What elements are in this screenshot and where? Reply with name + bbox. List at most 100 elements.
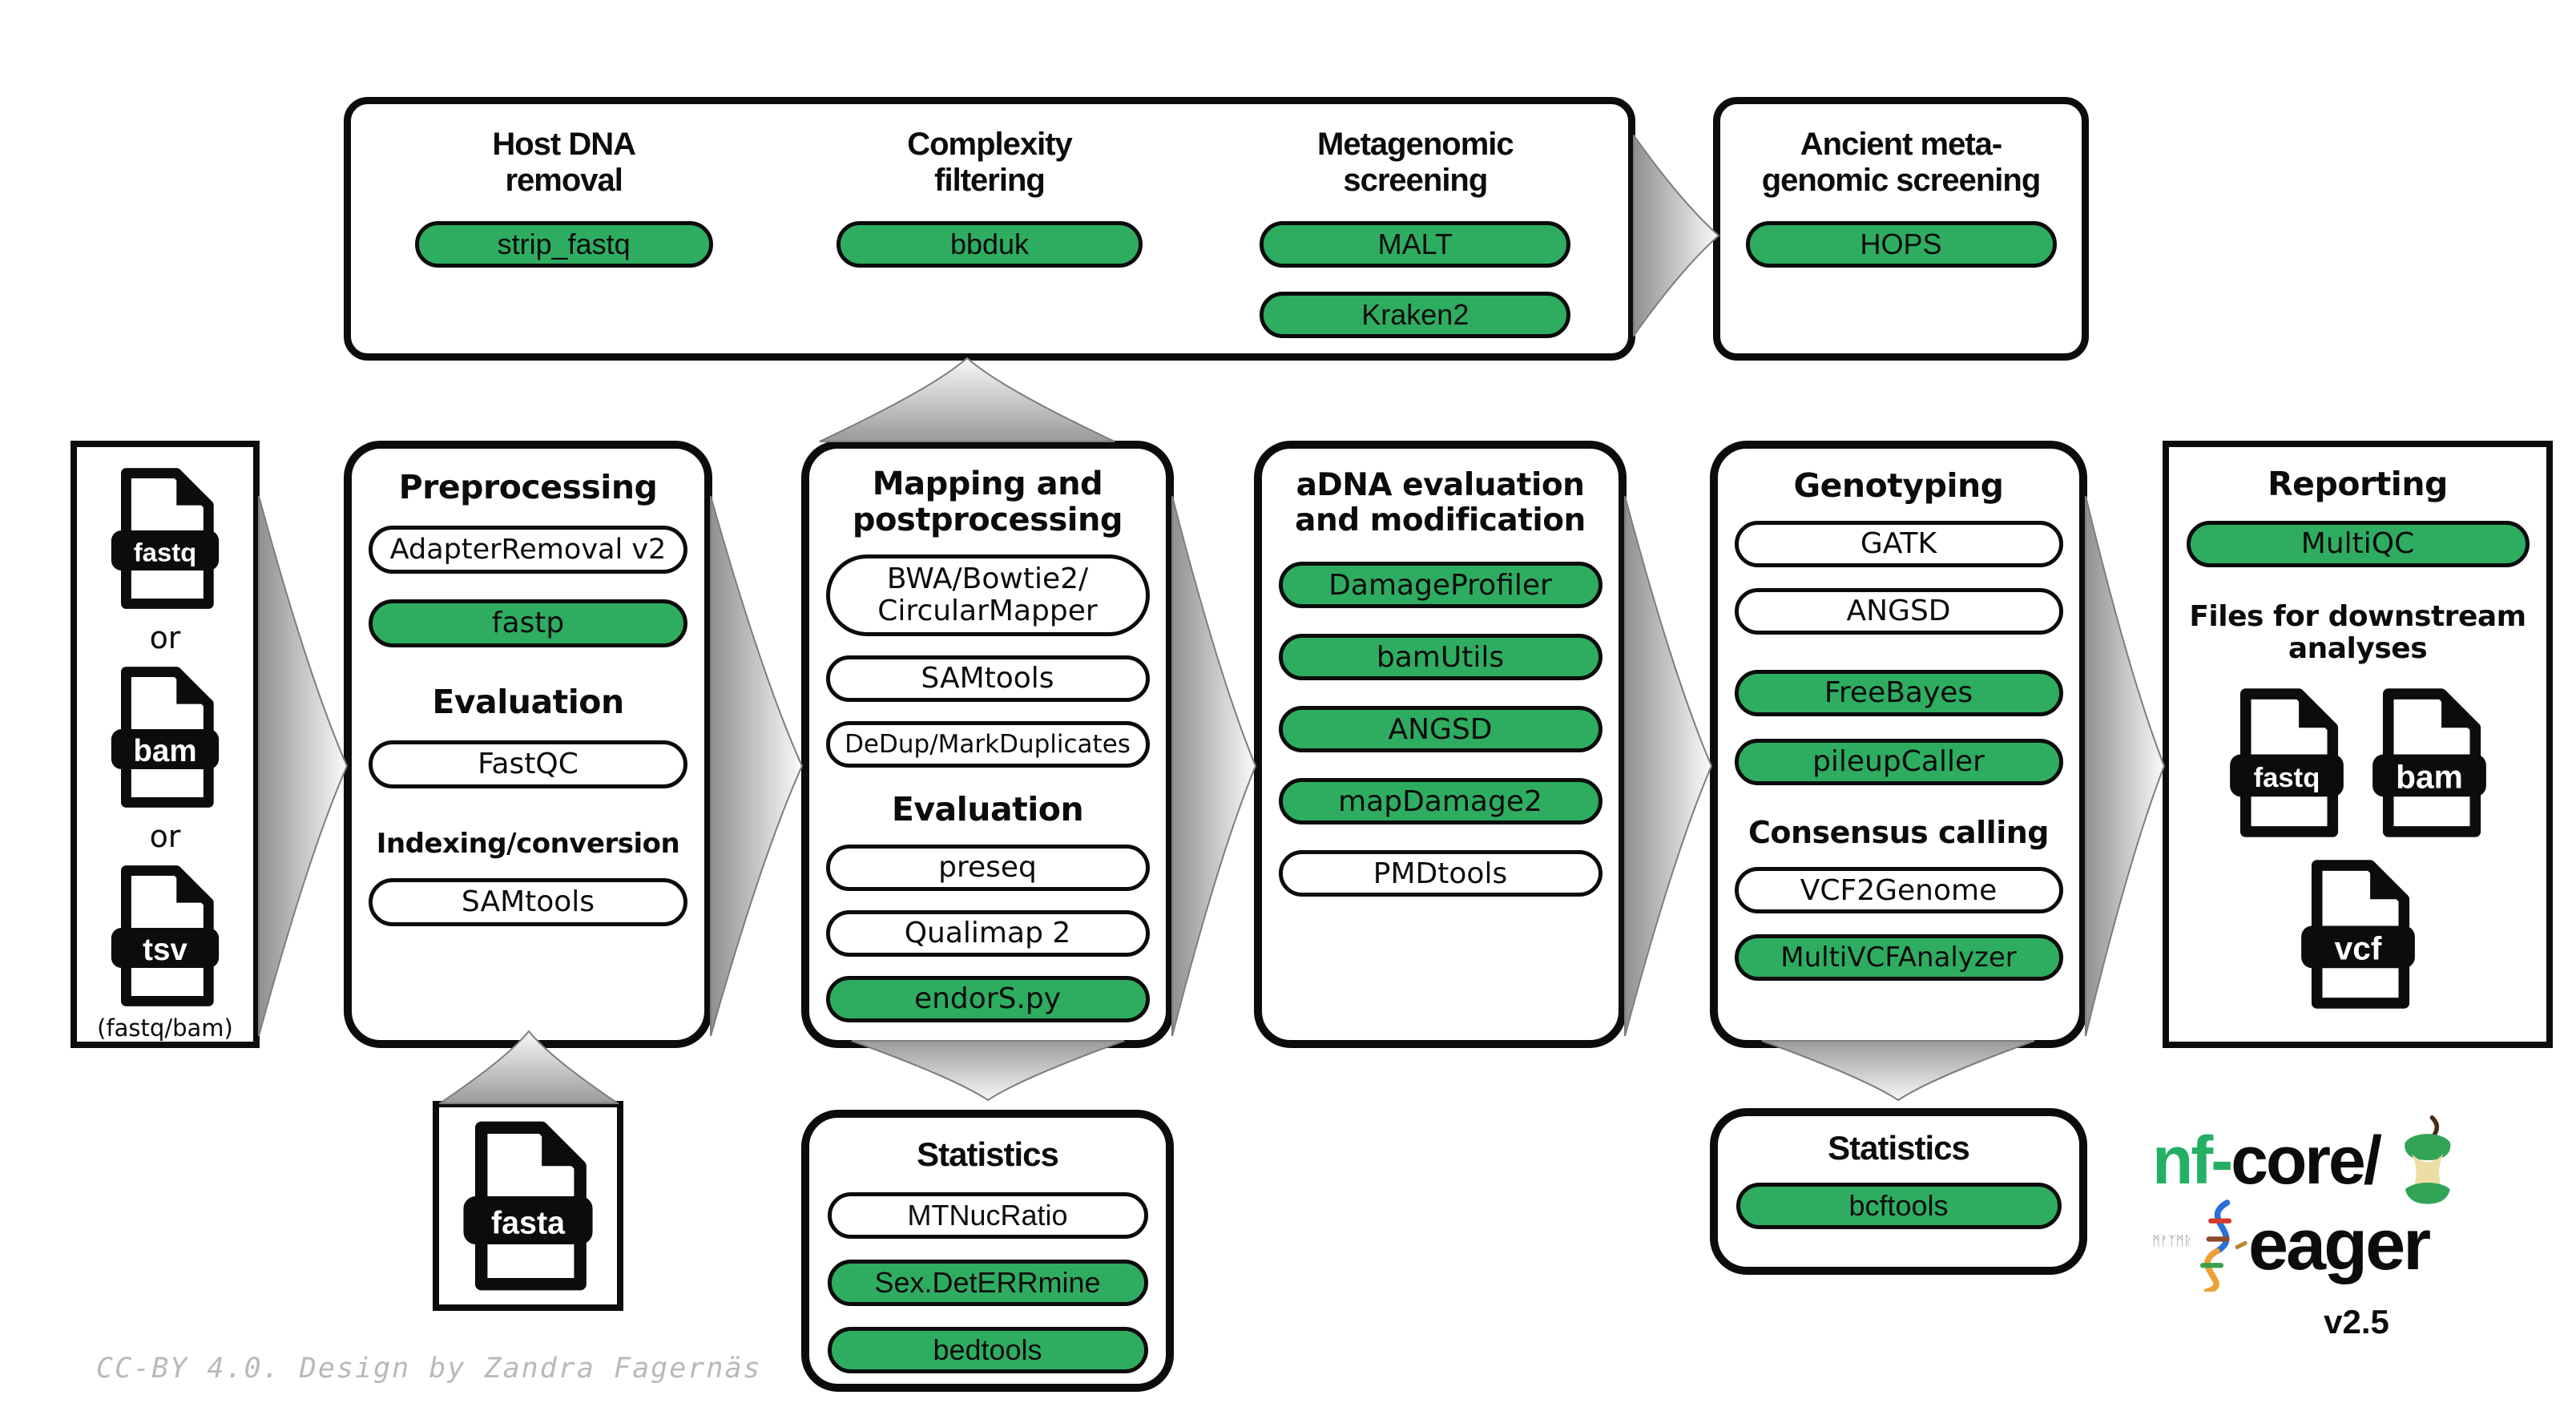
section-title: Statistics (917, 1135, 1059, 1173)
section-title: Statistics (1828, 1129, 1970, 1167)
vcf-file-icon: vcf (2300, 859, 2415, 1009)
tool-label: MultiVCFAnalyzer (1780, 941, 2017, 974)
section-title: Reporting (2268, 465, 2448, 503)
tool-pill: MultiVCFAnalyzer (1734, 934, 2063, 982)
flow-arrow-preprocessing-to-mapping (710, 495, 803, 1037)
preprocessing-box: Preprocessing AdapterRemoval v2 fastp Ev… (344, 441, 712, 1048)
flow-arrow-mapping-to-adna (1171, 495, 1256, 1037)
flow-arrow-mapping-to-statistics (851, 1040, 1125, 1101)
section-title: aDNA evaluation and modification (1295, 467, 1586, 538)
tool-label: SAMtools (921, 661, 1054, 695)
tool-label: Kraken2 (1361, 297, 1469, 331)
tool-pill: SAMtools (369, 877, 687, 926)
section-title: Evaluation (891, 789, 1084, 828)
input-note: (fastq/bam) (97, 1014, 233, 1042)
tool-label: MTNucRatio (907, 1199, 1068, 1232)
logo-nf: nf (2152, 1122, 2213, 1198)
fasta-reference-box: fasta (433, 1101, 623, 1311)
fastq-file-icon: fastq (2229, 687, 2344, 837)
section-title: Mapping and postprocessing (852, 466, 1123, 538)
tool-pill: ANGSD (1734, 587, 2063, 635)
tool-pill: pileupCaller (1734, 738, 2063, 785)
tool-pill: FreeBayes (1734, 669, 2063, 716)
tool-label: BWA/Bowtie2/ CircularMapper (877, 562, 1098, 627)
tool-label: ANGSD (1846, 595, 1951, 628)
file-label: fastq (134, 538, 196, 567)
tool-pill: endorS.py (825, 975, 1150, 1022)
section-title: Preprocessing (398, 468, 658, 506)
file-label: bam (2396, 758, 2463, 795)
or-separator: or (149, 819, 181, 854)
input-files-box: fastq or bam or tsv (fastq/bam) (71, 441, 260, 1048)
file-label: vcf (2334, 929, 2381, 966)
section-title: Indexing/conversion (376, 827, 680, 860)
tool-label: GATK (1860, 527, 1937, 561)
logo-line-1: nf-core/ (2152, 1115, 2529, 1205)
section-title: Files for downstream analyses (2189, 599, 2526, 666)
dna-helix-icon: ᛗᚠᛉᛗᚱ (2152, 1199, 2247, 1292)
tsv-file-icon: tsv (111, 865, 220, 1006)
logo-pipeline-name: eager (2248, 1204, 2431, 1285)
section-title: Ancient meta- genomic screening (1761, 127, 2042, 198)
tool-label: DamageProfiler (1328, 568, 1552, 602)
bam-file-icon: bam (111, 667, 220, 808)
section-title: Genotyping (1793, 466, 2004, 505)
tool-pill: BWA/Bowtie2/ CircularMapper (825, 554, 1150, 636)
statistics-mapping-box: Statistics MTNucRatio Sex.DetERRmine bed… (801, 1110, 1174, 1392)
tool-label: endorS.py (913, 982, 1062, 1015)
file-label: fastq (2253, 763, 2320, 793)
tool-label: strip_fastq (497, 227, 631, 260)
flow-arrow-mapping-to-screening (819, 357, 1115, 442)
tool-label: pileupCaller (1812, 745, 1985, 779)
tool-label: MALT (1377, 227, 1453, 260)
tool-label: bcftools (1848, 1189, 1949, 1223)
adna-box: aDNA evaluation and modification DamageP… (1254, 441, 1627, 1048)
tool-label: AdapterRemoval v2 (389, 533, 667, 566)
statistics-genotyping-box: Statistics bcftools (1710, 1108, 2087, 1275)
downstream-files-row: fastq bam (2226, 687, 2490, 839)
logo-core: core/ (2231, 1122, 2382, 1198)
section-title: Evaluation (432, 682, 624, 721)
file-label: fasta (491, 1205, 566, 1240)
section-title: Host DNA removal (492, 127, 636, 198)
flow-arrow-genotyping-to-statistics (1761, 1040, 2035, 1101)
tool-pill: fastp (369, 599, 687, 647)
section-title: Metagenomic screening (1317, 127, 1514, 198)
or-separator: or (149, 620, 181, 655)
tool-label: DeDup/MarkDuplicates (845, 729, 1131, 759)
fasta-file-icon: fasta (463, 1121, 593, 1291)
tool-label: bbduk (949, 227, 1030, 260)
tool-pill: VCF2Genome (1734, 867, 2063, 914)
reporting-box: Reporting MultiQC Files for downstream a… (2163, 441, 2553, 1048)
host-dna-removal-column: Host DNA removal strip_fastq (351, 104, 776, 353)
tool-pill: SAMtools (825, 655, 1150, 702)
file-label: tsv (143, 933, 187, 967)
tool-pill: Sex.DetERRmine (827, 1260, 1148, 1307)
tool-label: SAMtools (461, 885, 595, 919)
complexity-filtering-column: Complexity filtering bbduk (776, 104, 1202, 353)
logo-text: nf-core/ (2152, 1122, 2382, 1199)
tool-pill: PMDtools (1278, 850, 1602, 897)
tool-label: bamUtils (1376, 640, 1505, 674)
tool-label: ANGSD (1388, 712, 1493, 746)
screening-box: Host DNA removal strip_fastq Complexity … (344, 97, 1635, 361)
flow-arrow-input-to-preprocessing (258, 495, 348, 1037)
tool-pill: MALT (1260, 220, 1571, 268)
genotyping-box: Genotyping GATK ANGSD FreeBayes pileupCa… (1710, 441, 2087, 1048)
tool-pill: ANGSD (1278, 706, 1602, 753)
file-label: bam (133, 734, 196, 768)
tool-pill: bedtools (827, 1327, 1148, 1374)
tool-pill: AdapterRemoval v2 (369, 525, 687, 574)
tool-pill: bbduk (836, 220, 1143, 268)
tool-label: bedtools (933, 1333, 1042, 1367)
metagenomic-screening-column: Metagenomic screening MALT Kraken2 (1203, 104, 1628, 353)
tool-pill: bamUtils (1278, 634, 1602, 681)
license-credit: CC-BY 4.0. Design by Zandra Fagernäs (96, 1353, 762, 1385)
mapping-box: Mapping and postprocessing BWA/Bowtie2/ … (801, 441, 1174, 1048)
tool-pill: HOPS (1745, 220, 2057, 268)
tool-pill: MTNucRatio (827, 1192, 1148, 1240)
tool-pill: Kraken2 (1260, 291, 1571, 338)
tool-label: FreeBayes (1824, 676, 1973, 710)
tool-pill: Qualimap 2 (825, 909, 1150, 957)
fastq-file-icon: fastq (111, 468, 220, 609)
